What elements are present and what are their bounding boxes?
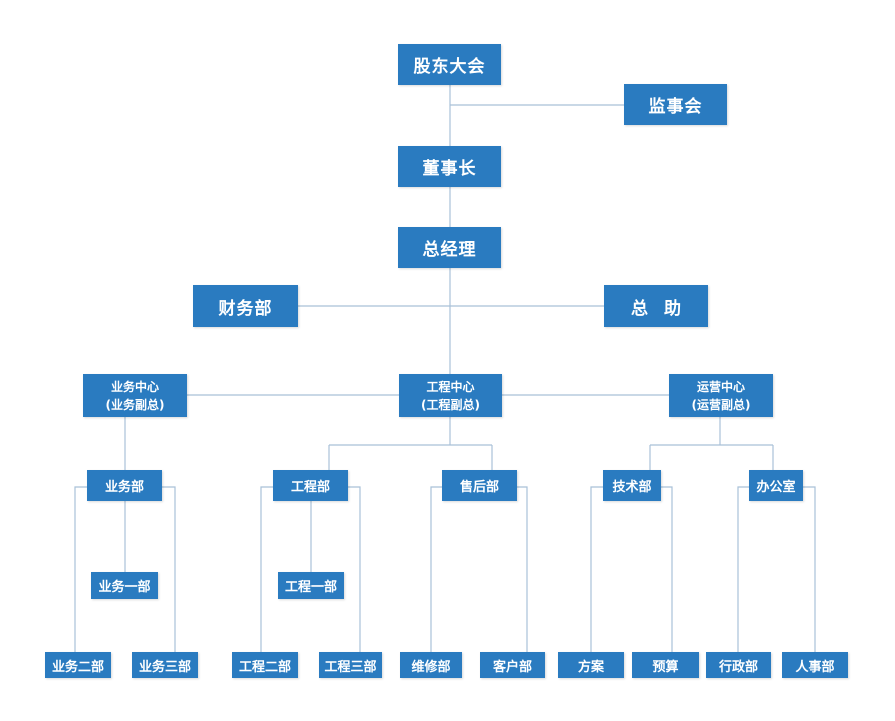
node-engineering-3: 工程三部 bbox=[319, 652, 382, 678]
node-engineering-2: 工程二部 bbox=[232, 652, 298, 678]
node-label: 方案 bbox=[577, 659, 604, 675]
node-supervisors: 监事会 bbox=[624, 84, 727, 125]
node-label: 业务二部 bbox=[51, 659, 104, 675]
node-label: 客户部 bbox=[492, 659, 532, 675]
node-label: 业务部 bbox=[104, 480, 144, 495]
node-label: 业务中心 bbox=[110, 379, 159, 394]
node-label: 业务一部 bbox=[98, 580, 151, 595]
node-label: 监事会 bbox=[648, 97, 703, 117]
node-label: 工程中心 bbox=[426, 379, 475, 394]
node-customer: 客户部 bbox=[480, 652, 545, 678]
node-business-center: 业务中心 (业务副总) bbox=[83, 374, 187, 417]
node-finance: 财务部 bbox=[193, 285, 298, 327]
node-label: 总助 bbox=[631, 298, 697, 319]
node-label: 办公室 bbox=[756, 480, 796, 495]
node-label: 股东大会 bbox=[413, 57, 486, 77]
node-label: 工程一部 bbox=[284, 580, 337, 595]
node-office: 办公室 bbox=[749, 470, 803, 501]
node-chairman: 董事长 bbox=[398, 146, 501, 187]
node-shareholders: 股东大会 bbox=[398, 44, 501, 85]
node-label: 工程部 bbox=[290, 480, 330, 495]
node-business-1: 业务一部 bbox=[91, 572, 158, 599]
node-maintenance: 维修部 bbox=[400, 652, 462, 678]
node-label: 维修部 bbox=[411, 659, 451, 675]
node-label: 运营中心 bbox=[696, 379, 745, 394]
node-engineering-center: 工程中心 (工程副总) bbox=[399, 374, 502, 417]
node-label: 人事部 bbox=[795, 659, 835, 675]
node-business-dept: 业务部 bbox=[87, 470, 162, 501]
node-plan: 方案 bbox=[558, 652, 624, 678]
node-label: 工程三部 bbox=[324, 659, 377, 675]
node-sublabel: (运营副总) bbox=[691, 397, 751, 412]
node-tech-dept: 技术部 bbox=[603, 470, 661, 501]
node-hr: 人事部 bbox=[782, 652, 848, 678]
node-sublabel: (业务副总) bbox=[105, 397, 165, 412]
node-budget: 预算 bbox=[632, 652, 699, 678]
node-sublabel: (工程副总) bbox=[421, 397, 480, 412]
node-aftersales-dept: 售后部 bbox=[442, 470, 517, 501]
node-label: 技术部 bbox=[612, 480, 652, 495]
node-admin: 行政部 bbox=[706, 652, 771, 678]
node-label: 业务三部 bbox=[138, 659, 191, 675]
node-engineering-dept: 工程部 bbox=[273, 470, 348, 501]
node-label: 财务部 bbox=[218, 298, 273, 319]
node-general-manager: 总经理 bbox=[398, 227, 501, 268]
node-label: 工程二部 bbox=[238, 659, 291, 675]
node-operations-center: 运营中心 (运营副总) bbox=[669, 374, 773, 417]
node-assistant: 总助 bbox=[604, 285, 708, 327]
node-business-3: 业务三部 bbox=[132, 652, 198, 678]
node-engineering-1: 工程一部 bbox=[278, 572, 344, 599]
node-business-2: 业务二部 bbox=[45, 652, 111, 678]
node-label: 预算 bbox=[652, 659, 679, 675]
node-label: 董事长 bbox=[422, 159, 477, 179]
node-label: 售后部 bbox=[459, 480, 499, 495]
node-label: 总经理 bbox=[422, 240, 477, 260]
node-label: 行政部 bbox=[718, 659, 758, 675]
